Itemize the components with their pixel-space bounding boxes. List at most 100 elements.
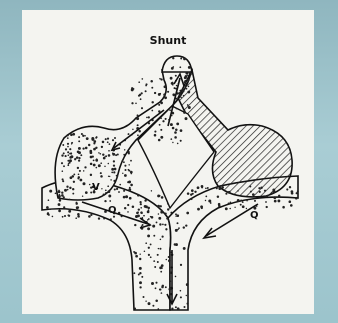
stipple-dot xyxy=(216,187,218,189)
stipple-dot xyxy=(188,71,191,74)
stipple-dot xyxy=(186,283,189,286)
stipple-dot xyxy=(90,163,93,166)
stipple-dot xyxy=(64,189,67,192)
stipple-dot xyxy=(180,140,182,142)
stipple-dot xyxy=(74,158,76,160)
stipple-dot xyxy=(187,104,189,106)
stipple-dot xyxy=(139,201,141,203)
stipple-dot xyxy=(158,213,160,215)
stipple-dot xyxy=(207,187,209,189)
stipple-dot xyxy=(134,224,136,226)
stipple-dot xyxy=(180,290,182,292)
stipple-dot xyxy=(80,154,82,156)
stipple-dot xyxy=(130,173,132,175)
stipple-dot xyxy=(135,103,137,105)
stipple-dot xyxy=(100,172,102,174)
stipple-dot xyxy=(124,174,127,177)
stipple-dot xyxy=(123,161,125,163)
stipple-dot xyxy=(271,192,273,194)
stipple-dot xyxy=(98,152,99,153)
stipple-dot xyxy=(145,242,147,244)
stipple-dot xyxy=(124,149,125,150)
stipple-dot xyxy=(154,131,156,133)
stipple-dot xyxy=(78,176,80,178)
stipple-dot xyxy=(108,195,111,198)
stipple-dot xyxy=(132,206,135,209)
stipple-dot xyxy=(93,213,95,215)
stipple-dot xyxy=(78,157,80,159)
stipple-dot xyxy=(172,57,174,59)
stipple-dot xyxy=(70,152,72,154)
stipple-dot xyxy=(165,118,167,120)
stipple-dot xyxy=(78,151,81,154)
stipple-dot xyxy=(77,206,79,208)
stipple-dot xyxy=(228,191,231,194)
stipple-dot xyxy=(58,203,61,206)
stipple-dot xyxy=(174,87,176,89)
stipple-dot xyxy=(72,133,75,136)
stipple-dot xyxy=(159,195,161,197)
stipple-dot xyxy=(66,186,68,188)
stipple-dot xyxy=(159,124,161,126)
stipple-dot xyxy=(69,209,71,211)
stipple-dot xyxy=(107,141,109,143)
stipple-dot xyxy=(162,236,164,238)
stipple-dot xyxy=(103,218,105,220)
stipple-dot xyxy=(85,147,88,150)
stipple-dot xyxy=(78,136,80,138)
stipple-dot xyxy=(83,170,85,172)
stipple-dot xyxy=(250,191,252,193)
stipple-dot xyxy=(184,76,187,79)
stipple-dot xyxy=(108,150,110,152)
stipple-dot xyxy=(154,134,157,137)
stipple-dot xyxy=(100,162,102,164)
stipple-dot xyxy=(101,146,103,148)
stipple-dot xyxy=(108,190,111,193)
stipple-dot xyxy=(258,187,260,189)
stipple-dot xyxy=(123,196,126,199)
stipple-dot xyxy=(114,137,116,139)
stipple-dot xyxy=(113,171,115,173)
stipple-dot xyxy=(161,292,163,294)
stipple-dot xyxy=(105,138,107,140)
label-q-left: Q xyxy=(108,205,117,216)
label-v: V xyxy=(92,182,100,193)
stipple-dot xyxy=(124,207,126,209)
stipple-dot xyxy=(125,195,128,198)
stipple-dot xyxy=(172,142,173,143)
stipple-dot xyxy=(185,72,188,75)
stipple-dot xyxy=(103,194,105,196)
stipple-dot xyxy=(147,211,150,214)
stipple-dot xyxy=(259,191,261,193)
stipple-dot xyxy=(128,188,131,191)
stipple-dot xyxy=(80,179,83,182)
stipple-dot xyxy=(157,308,159,310)
stipple-dot xyxy=(290,204,293,207)
stipple-dot xyxy=(104,200,106,202)
stipple-dot xyxy=(180,129,183,132)
stipple-dot xyxy=(72,193,74,195)
stipple-dot xyxy=(137,124,139,126)
stipple-dot xyxy=(161,286,164,289)
stipple-dot xyxy=(160,102,163,105)
stipple-dot xyxy=(64,215,66,217)
stipple-dot xyxy=(172,127,175,130)
stipple-dot xyxy=(139,281,142,284)
stipple-dot xyxy=(192,193,194,195)
stipple-dot xyxy=(154,266,156,268)
stipple-dot xyxy=(118,191,120,193)
stipple-dot xyxy=(108,163,110,165)
stipple-dot xyxy=(49,190,52,193)
stipple-dot xyxy=(151,190,152,191)
stipple-dot xyxy=(157,254,159,256)
stipple-dot xyxy=(124,165,126,167)
stipple-dot xyxy=(145,301,146,302)
stipple-dot xyxy=(52,216,54,218)
stipple-dot xyxy=(186,88,188,90)
stipple-dot xyxy=(137,134,139,136)
stipple-dot xyxy=(151,101,153,103)
stipple-dot xyxy=(144,205,147,208)
stipple-dot xyxy=(218,187,221,190)
stipple-dot xyxy=(133,251,135,253)
stipple-dot xyxy=(134,308,136,310)
